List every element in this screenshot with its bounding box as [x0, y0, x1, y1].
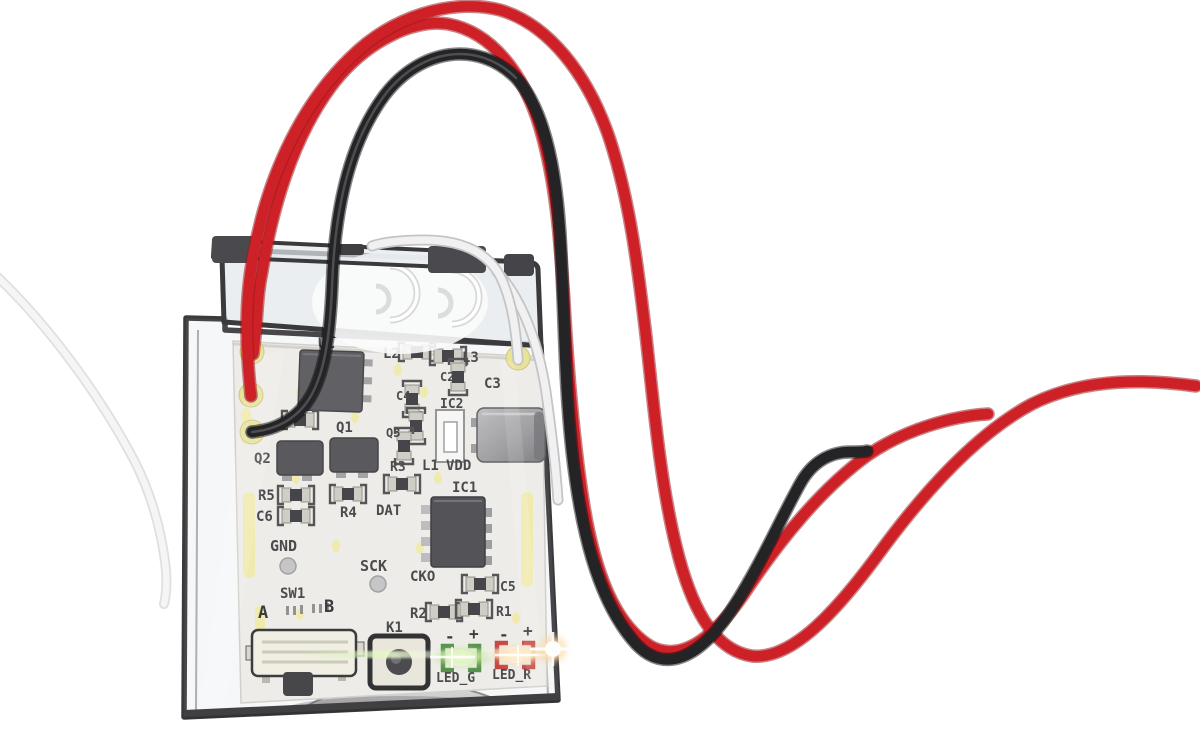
switch-knob [283, 672, 313, 696]
label-minus-green: - [445, 627, 455, 646]
switch-silkscreen-ticks [286, 603, 329, 615]
label-r4: R4 [340, 505, 357, 521]
case-bottom-band [184, 693, 559, 719]
silkscreen-labels: U1 L2 L3 C2 C3 IC2 C4 Q3 Q1 Q2 R3 L1 VDD… [254, 336, 533, 686]
lid-corner-clip [504, 254, 534, 276]
label-r3: R3 [390, 460, 406, 475]
label-c5: C5 [500, 580, 516, 595]
label-c6: C6 [256, 509, 273, 525]
label-sck: SCK [360, 557, 387, 575]
red-wire-2 [240, 0, 1200, 663]
lid-arc-marks [375, 262, 483, 328]
label-r1: R1 [496, 605, 512, 620]
label-vdd: VDD [446, 458, 471, 474]
transistor-q2 [276, 440, 324, 481]
label-plus-red: + [523, 621, 533, 640]
lens-flares [430, 632, 576, 668]
label-a: A [258, 603, 268, 623]
white-wire-left [0, 272, 172, 609]
case-reflections [184, 318, 559, 717]
lid-interior [312, 250, 488, 354]
label-c2: C2 [440, 370, 454, 384]
transistor-q1 [329, 437, 379, 478]
label-minus-red: - [499, 625, 509, 644]
via-hole [279, 557, 297, 575]
label-r5: R5 [258, 488, 275, 504]
label-ic1: IC1 [452, 480, 477, 496]
label-cko: CKO [410, 569, 435, 585]
clamp-nub [338, 244, 364, 255]
label-k1: K1 [386, 620, 403, 636]
black-wire [245, 47, 874, 667]
label-plus-green: + [469, 624, 479, 643]
label-sw1: SW1 [280, 586, 305, 602]
label-l1: L1 [422, 458, 439, 474]
label-q1: Q1 [336, 420, 353, 436]
ic2-footprint [435, 409, 465, 463]
label-c4: C4 [396, 389, 410, 403]
label-dat: DAT [376, 503, 401, 519]
white-wire-top [366, 234, 564, 506]
label-l3: L3 [462, 350, 479, 366]
label-b: B [324, 597, 334, 617]
label-led-r: LED_R [492, 668, 531, 683]
label-r2: R2 [410, 606, 427, 622]
label-q2: Q2 [254, 451, 271, 467]
label-c3: C3 [484, 376, 501, 392]
label-ic2: IC2 [440, 397, 463, 412]
chip-ic1 [421, 496, 492, 568]
label-led-g: LED_G [436, 671, 475, 686]
via-hole [369, 575, 387, 593]
crystal-can [471, 407, 546, 463]
label-q3: Q3 [386, 426, 400, 440]
label-gnd: GND [270, 537, 297, 555]
case-inner-wall-left [195, 329, 199, 711]
